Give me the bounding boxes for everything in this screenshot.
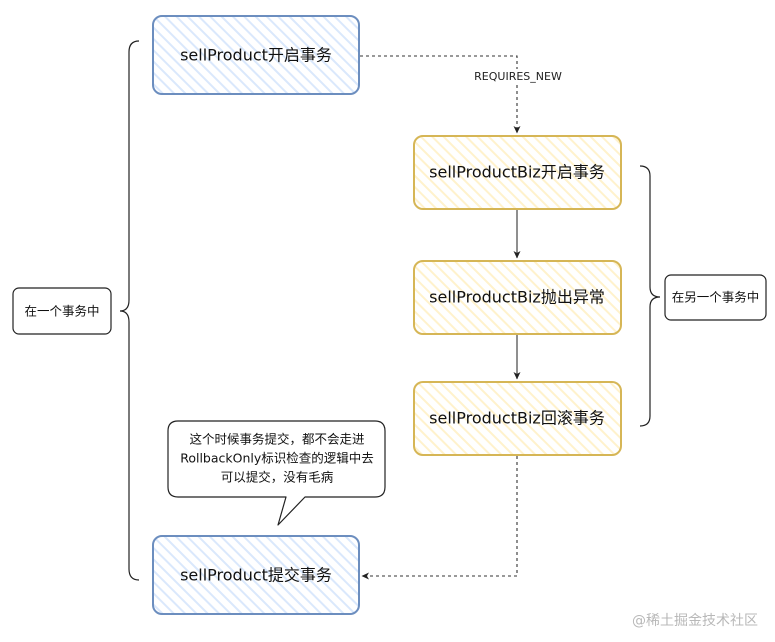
node-biz-throw-label: sellProductBiz抛出异常 [429, 288, 605, 307]
edge-requires-new [360, 55, 521, 134]
edge-requires-new-label: REQUIRES_NEW [474, 70, 562, 83]
node-biz-rollback: sellProductBiz回滚事务 [413, 381, 622, 456]
node-biz-rollback-label: sellProductBiz回滚事务 [429, 409, 605, 428]
node-sell-product-start-label: sellProduct开启事务 [180, 46, 332, 65]
node-sell-product-start: sellProduct开启事务 [152, 15, 360, 95]
callout-line-1: 这个时候事务提交，都不会走进 [189, 432, 365, 447]
edge-label-bg [466, 69, 570, 84]
callout-line-2: RollbackOnly标识检查的逻辑中去 [180, 451, 374, 466]
callout-line-3: 可以提交，没有毛病 [221, 470, 334, 485]
left-brace [119, 40, 140, 581]
label-same-transaction-text: 在一个事务中 [24, 304, 99, 319]
label-other-transaction: 在另一个事务中 [664, 274, 767, 321]
node-sell-product-commit-label: sellProduct提交事务 [180, 566, 332, 585]
watermark: @稀土掘金技术社区 [632, 613, 758, 629]
edge-rollback-to-commit [361, 456, 518, 580]
node-biz-start: sellProductBiz开启事务 [413, 135, 622, 210]
node-biz-throw: sellProductBiz抛出异常 [413, 260, 622, 335]
node-biz-start-label: sellProductBiz开启事务 [429, 163, 605, 182]
label-other-transaction-text: 在另一个事务中 [672, 290, 760, 305]
right-brace [639, 165, 661, 427]
label-same-transaction: 在一个事务中 [12, 287, 112, 335]
node-sell-product-commit: sellProduct提交事务 [152, 535, 360, 615]
callout-note: 这个时候事务提交，都不会走进 RollbackOnly标识检查的逻辑中去 可以提… [167, 420, 386, 526]
